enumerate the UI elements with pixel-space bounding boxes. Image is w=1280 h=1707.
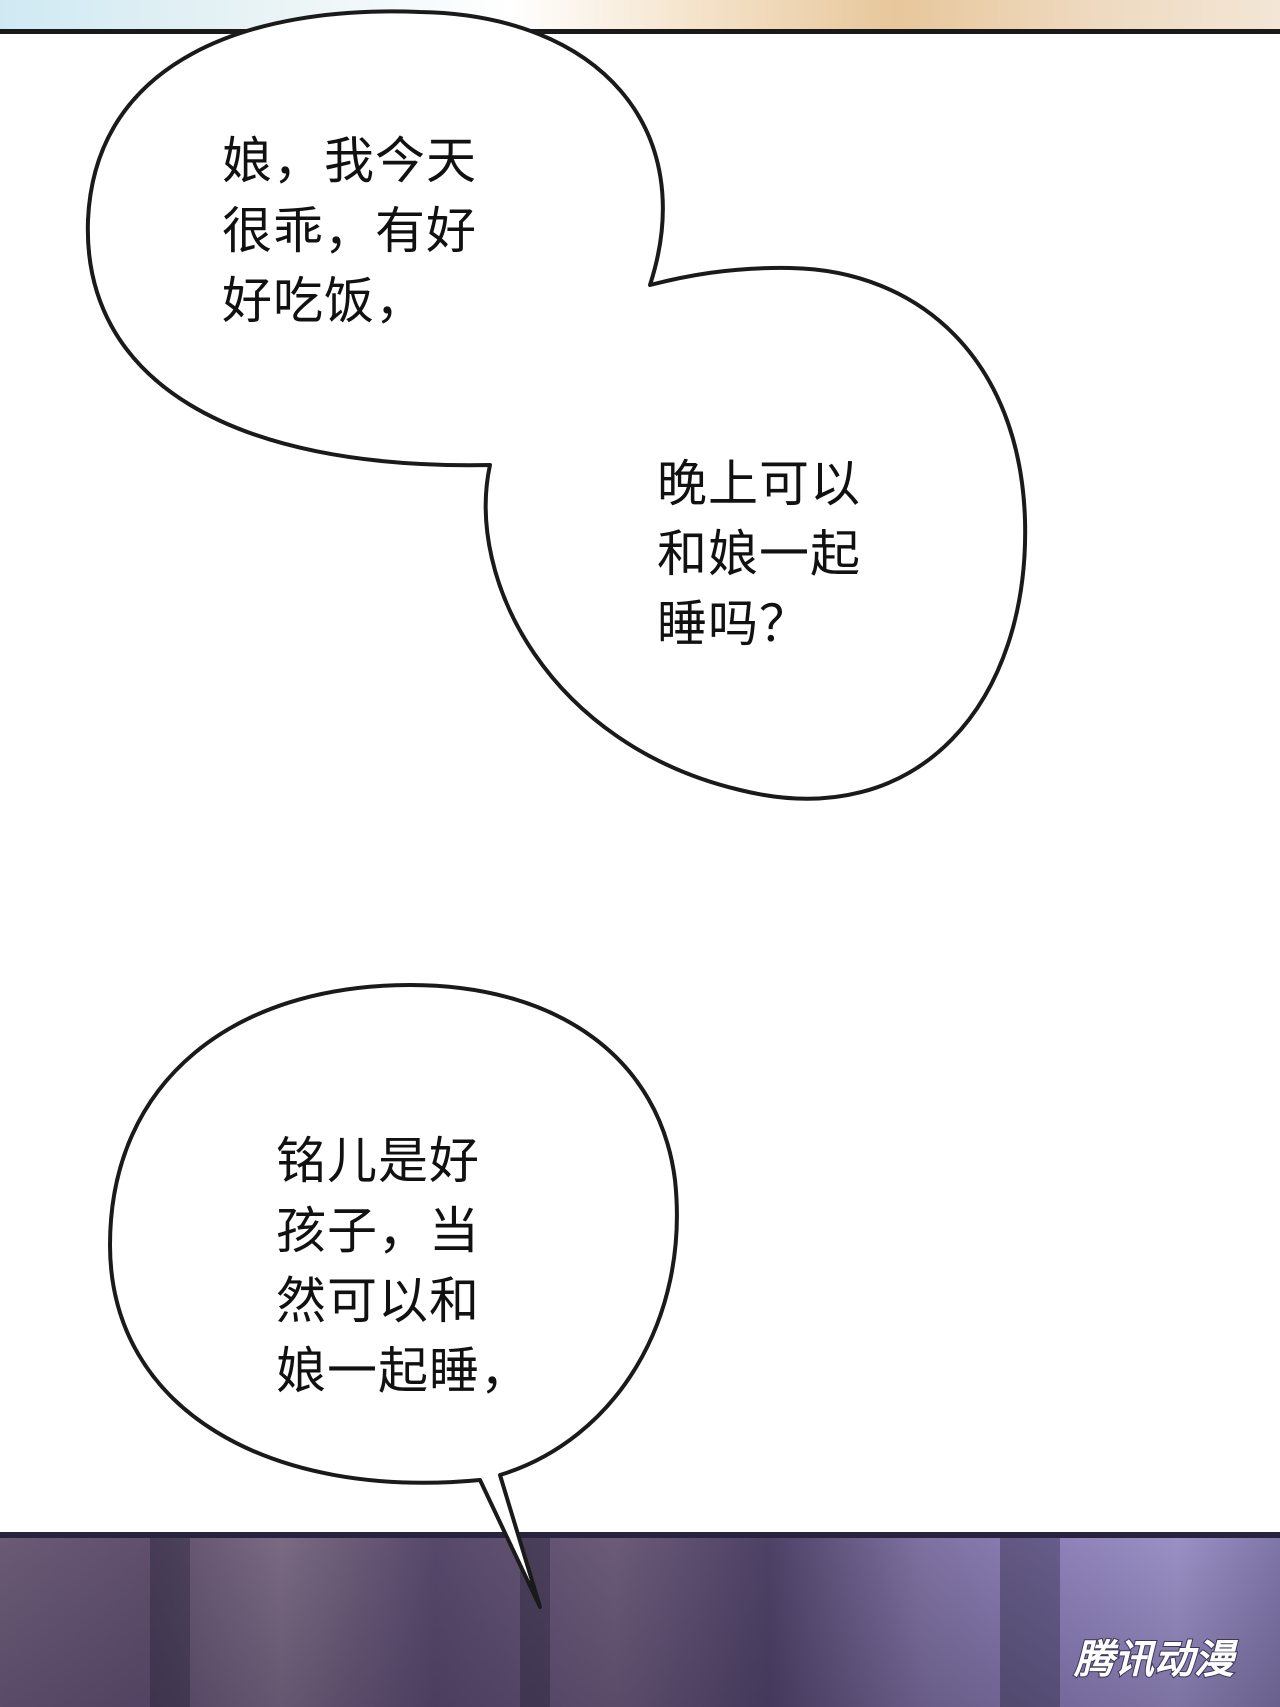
panel-shadow (150, 1538, 190, 1707)
dialogue-line: 晚上可以 (657, 455, 861, 513)
dialogue-line: 好吃饭， (222, 272, 426, 330)
svg-text:腾讯动漫: 腾讯动漫 (1073, 1637, 1239, 1683)
dialogue-text-3: 铭儿是好 孩子，当 然可以和 娘一起睡， (276, 1126, 531, 1406)
dialogue-line: 娘一起睡， (276, 1342, 531, 1400)
dialogue-text-1: 娘，我今天 很乖，有好 好吃饭， (222, 126, 477, 336)
dialogue-line: 铭儿是好 (276, 1132, 480, 1190)
dialogue-line: 然可以和 (276, 1272, 480, 1330)
dialogue-text-2: 晚上可以 和娘一起 睡吗？ (657, 449, 861, 659)
bottom-panel-artwork: 腾讯动漫 (0, 1532, 1280, 1707)
panel-shadow (1000, 1538, 1060, 1707)
top-panel-artwork (0, 0, 1280, 34)
dialogue-line: 很乖，有好 (222, 202, 477, 260)
speech-balloon-lower (108, 983, 679, 1609)
speech-balloon-upper (85, 9, 1028, 801)
dialogue-line: 娘，我今天 (222, 132, 477, 190)
dialogue-line: 孩子，当 (276, 1202, 480, 1260)
dialogue-line: 睡吗？ (657, 595, 810, 653)
dialogue-line: 和娘一起 (657, 525, 861, 583)
watermark-logo: 腾讯动漫 (1072, 1636, 1240, 1684)
